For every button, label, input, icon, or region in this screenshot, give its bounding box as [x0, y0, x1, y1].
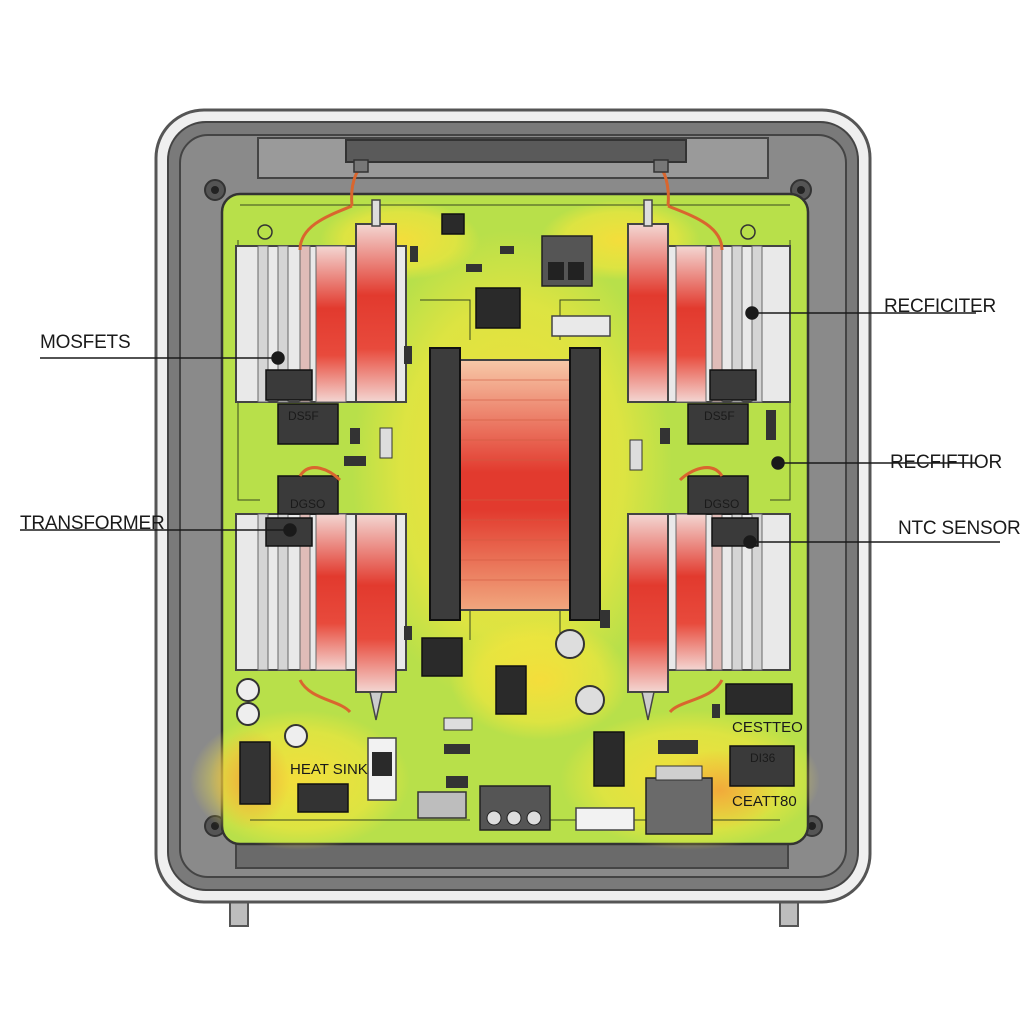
transformer [429, 347, 601, 621]
callout-rectifier-top: RECFICITER [884, 296, 997, 317]
callout-leaders [20, 306, 1000, 549]
heatsink-upper-right [627, 199, 791, 403]
tag-upper-right: DS5F [704, 409, 735, 423]
callout-transformer: TRANSFORMER [20, 513, 165, 534]
cap-top-label: CESTTEO [732, 719, 803, 736]
heatsink-lower-left [235, 513, 407, 721]
rectifier-mid-dot [771, 456, 785, 470]
transformer-dot [283, 523, 297, 537]
tag-lower-right: DGSO [704, 497, 739, 511]
mosfet-packages: DS5F DS5F DGSO DGSO [265, 369, 759, 547]
mosfets-dot [271, 351, 285, 365]
ntc-sensor-dot [743, 535, 757, 549]
small-components [236, 213, 795, 835]
cap-bottom-label: CEATT80 [732, 793, 797, 810]
tag-upper-left: DS5F [288, 409, 319, 423]
callout-mosfets: MOSFETS [40, 332, 131, 353]
rectifier-top-dot [745, 306, 759, 320]
tag-lower-left: DGSO [290, 497, 325, 511]
heatsink-upper-left [235, 199, 407, 403]
chip-small-label: DI36 [750, 751, 776, 765]
callout-ntc-sensor: NTC SENSOR [898, 518, 1021, 539]
heat-sink-label: HEAT SINK [290, 761, 368, 778]
callout-rectifier-mid: RECFIFTIOR [890, 452, 1002, 473]
